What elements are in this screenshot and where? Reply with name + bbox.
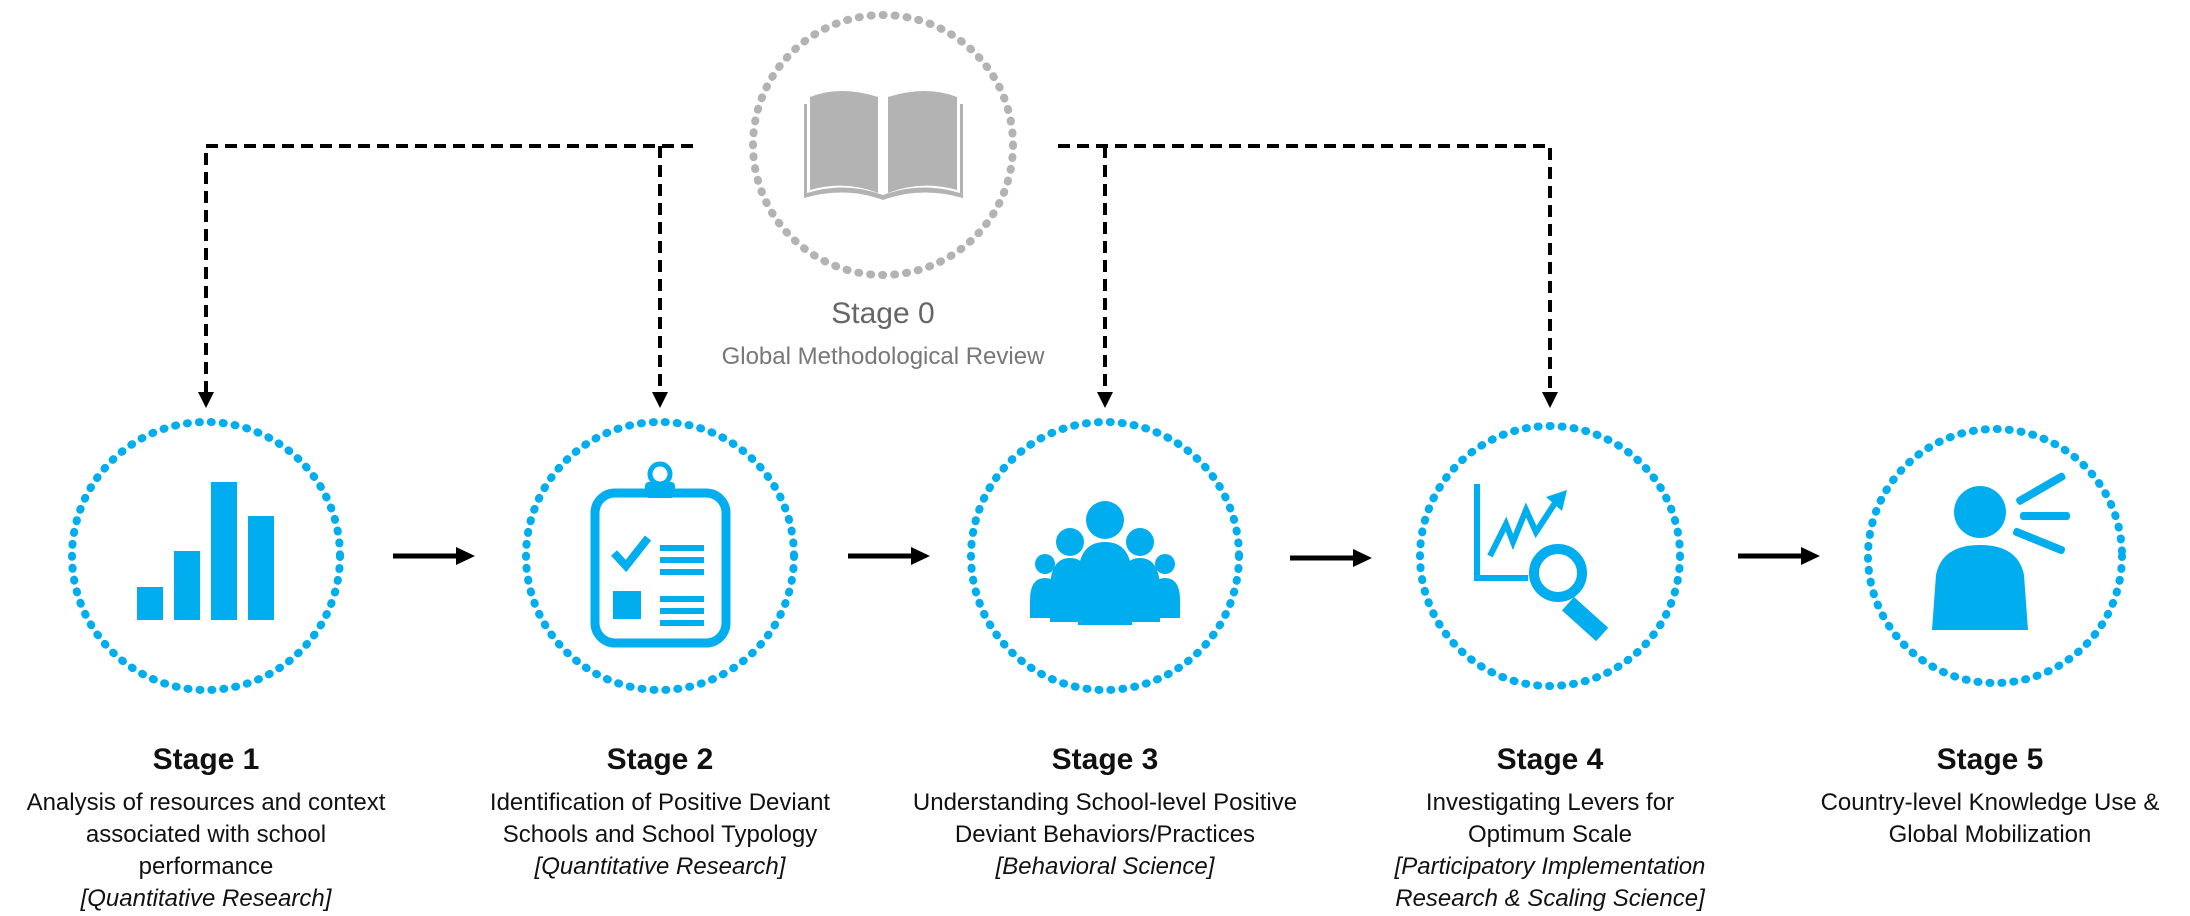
stage-description-line: Optimum Scale <box>1467 821 1633 848</box>
connector-to-stage-3 <box>1058 144 1552 392</box>
stage-description-line: performance <box>138 853 274 880</box>
stage-method: [Behavioral Science] <box>995 853 1215 880</box>
flow-arrows <box>393 553 1803 561</box>
stage0-connectors <box>204 144 1552 392</box>
stage-3-label: Stage 3 Understanding School-level Posit… <box>885 743 1325 883</box>
stage-0-label: Stage 0 Global Methodological Review <box>683 297 1083 373</box>
stage-1-label: Stage 1 Analysis of resources and contex… <box>6 743 406 915</box>
stage-1-circle <box>68 418 344 694</box>
stage-title: Stage 2 <box>606 743 714 776</box>
clipboard-checklist-icon <box>590 461 731 648</box>
stage-method: [Quantitative Research] <box>534 853 786 880</box>
bar-chart-icon <box>137 482 274 620</box>
stage-description-line: Country-level Knowledge Use & <box>1820 789 2160 816</box>
stage-description-line: Schools and School Typology <box>502 821 818 848</box>
connector-to-stage-1 <box>204 144 693 392</box>
stage-description-line: Analysis of resources and context <box>26 789 386 816</box>
stage-description: Global Methodological Review <box>721 343 1045 370</box>
arrowhead-stage-2 <box>652 392 668 408</box>
connector-arrowheads <box>198 392 1558 408</box>
stage-title: Stage 3 <box>1051 743 1159 776</box>
stage-description-line: Identification of Positive Deviant <box>489 789 831 816</box>
stage-3-circle <box>967 418 1243 694</box>
stage0-circle <box>749 11 1017 279</box>
stage-method-line: Research & Scaling Science] <box>1395 885 1705 912</box>
stage-5-circle <box>1864 425 2126 687</box>
stage-method-line: [Participatory Implementation <box>1394 853 1706 880</box>
flow-arrowheads <box>456 547 1820 567</box>
stage0-node <box>749 11 1017 279</box>
stage-title: Stage 0 <box>831 297 935 330</box>
stage-2-circle <box>522 418 798 694</box>
stage-title: Stage 4 <box>1496 743 1604 776</box>
stage-description-line: associated with school <box>85 821 327 848</box>
stage-4-label: Stage 4 Investigating Levers for Optimum… <box>1350 743 1750 915</box>
stage-description-line: Investigating Levers for <box>1425 789 1675 816</box>
stage-5-label: Stage 5 Country-level Knowledge Use & Gl… <box>1795 743 2185 851</box>
stage-4-circle <box>1416 422 1684 690</box>
person-speaking-icon <box>1932 472 2070 630</box>
stage-circles <box>68 418 2126 694</box>
stage-description-line: Deviant Behaviors/Practices <box>954 821 1256 848</box>
trend-magnifier-icon <box>1474 484 1609 642</box>
stage-description-line: Understanding School-level Positive <box>912 789 1298 816</box>
stage-title: Stage 5 <box>1936 743 2044 776</box>
stage-title: Stage 1 <box>152 743 260 776</box>
stage-2-label: Stage 2 Identification of Positive Devia… <box>460 743 860 883</box>
arrowhead-stage-3 <box>1097 392 1113 408</box>
arrowhead-stage-4 <box>1542 392 1558 408</box>
stage-description-line: Global Mobilization <box>1888 821 2092 848</box>
stage-method: [Quantitative Research] <box>80 885 332 912</box>
arrowhead-stage-1 <box>198 392 214 408</box>
people-group-icon <box>1030 501 1180 625</box>
open-book-icon <box>804 91 963 200</box>
